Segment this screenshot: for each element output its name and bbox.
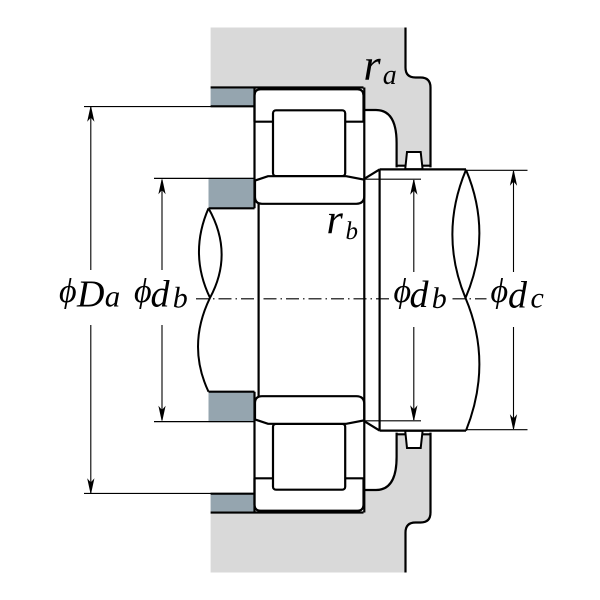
svg-text:ϕ: ϕ bbox=[134, 273, 152, 310]
svg-text:r: r bbox=[327, 197, 344, 243]
svg-text:D: D bbox=[76, 274, 104, 316]
svg-text:r: r bbox=[364, 41, 382, 90]
svg-text:d: d bbox=[151, 274, 171, 316]
svg-text:ϕ: ϕ bbox=[394, 273, 412, 310]
svg-text:d: d bbox=[508, 275, 528, 317]
svg-text:b: b bbox=[346, 218, 359, 245]
svg-text:a: a bbox=[383, 60, 397, 91]
svg-text:c: c bbox=[531, 282, 544, 315]
svg-text:a: a bbox=[105, 279, 121, 314]
svg-text:ϕ: ϕ bbox=[59, 273, 77, 310]
svg-text:b: b bbox=[432, 282, 447, 315]
svg-text:d: d bbox=[410, 274, 430, 316]
svg-text:b: b bbox=[173, 282, 188, 315]
svg-text:ϕ: ϕ bbox=[491, 273, 509, 310]
